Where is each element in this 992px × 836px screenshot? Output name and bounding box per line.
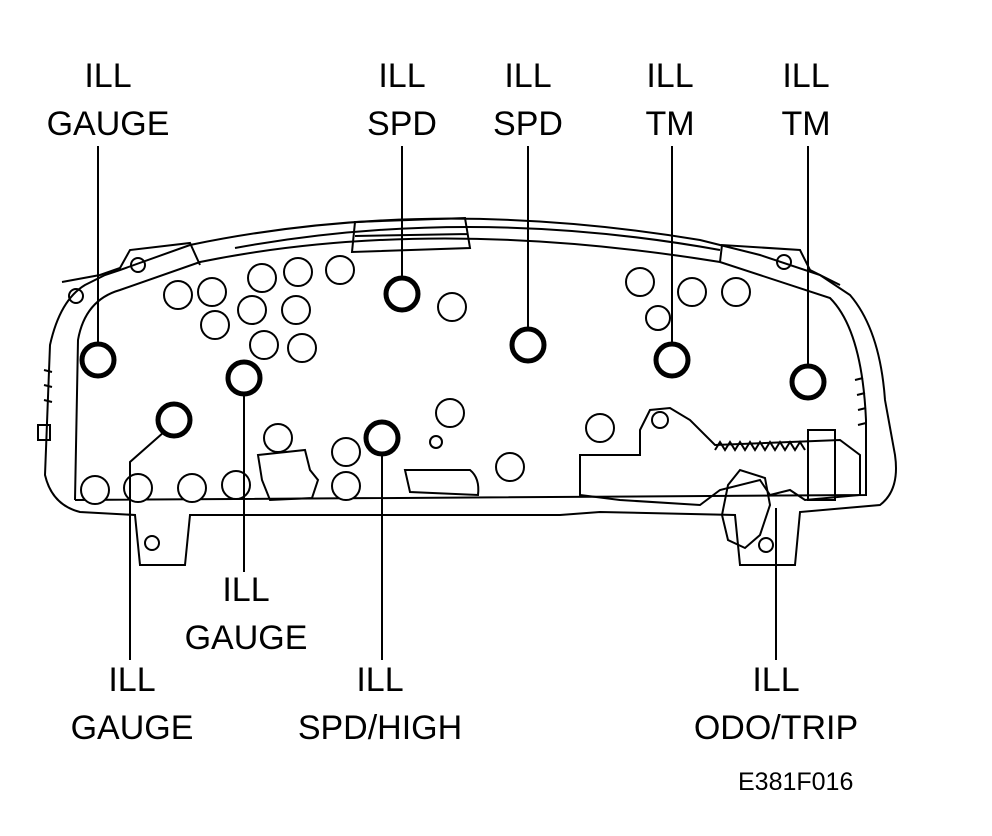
bulb-socket xyxy=(283,257,313,287)
callout-line: ILL xyxy=(782,57,830,95)
ill-bulb-gauge xyxy=(79,341,117,379)
bulb-socket xyxy=(263,423,293,453)
bulb-socket xyxy=(221,470,251,500)
ill-bulb-spd xyxy=(509,326,547,364)
lower-tab xyxy=(403,469,480,497)
callout-line: ILL xyxy=(752,661,800,699)
mount-hole xyxy=(144,535,160,551)
bulb-socket xyxy=(677,277,707,307)
bulb-sockets xyxy=(80,255,751,505)
callout-line: ODO/TRIP xyxy=(693,709,859,747)
right-post xyxy=(807,429,836,501)
figure-code: E381F016 xyxy=(738,768,854,796)
bulb-socket xyxy=(435,398,465,428)
top-connector xyxy=(350,216,472,254)
odo-stem xyxy=(720,468,772,550)
cluster-housing xyxy=(43,217,897,566)
callout-line: ILL xyxy=(108,661,156,699)
bulb-socket xyxy=(287,333,317,363)
bulb-socket xyxy=(200,310,230,340)
callout-ill-spd-2: ILL SPD xyxy=(408,52,648,148)
bulb-socket xyxy=(281,295,311,325)
callout-line: ILL xyxy=(504,57,552,95)
bulb-socket xyxy=(651,411,669,429)
leader-lines xyxy=(97,146,809,660)
callout-ill-tm-2: ILL TM xyxy=(686,52,926,148)
callout-ill-spd-high: ILL SPD/HIGH xyxy=(260,656,500,752)
callout-line: TM xyxy=(645,105,695,143)
ill-bulb-gauge xyxy=(225,359,263,397)
side-tab xyxy=(37,424,51,441)
mount-hole xyxy=(130,257,146,273)
lower-bracket xyxy=(256,448,320,502)
mount-hole xyxy=(68,288,84,304)
callout-line: GAUGE xyxy=(70,709,194,747)
ill-bulb-gauge xyxy=(155,401,193,439)
ill-bulb-spd-high xyxy=(363,419,401,457)
ill-bulb-spd xyxy=(383,275,421,313)
callout-line: SPD xyxy=(367,105,437,143)
left-bracket xyxy=(61,241,201,283)
leader-line xyxy=(129,431,165,660)
callout-ill-gauge-middle: ILL GAUGE xyxy=(126,566,366,662)
bulb-socket xyxy=(721,277,751,307)
bulb-socket xyxy=(123,473,153,503)
bulb-socket xyxy=(197,277,227,307)
callout-ill-spd-1: ILL SPD xyxy=(282,52,522,148)
bulb-socket xyxy=(495,452,525,482)
callout-line: ILL xyxy=(646,57,694,95)
mount-hole xyxy=(758,537,774,553)
callout-ill-gauge-top: ILL GAUGE xyxy=(0,52,228,148)
bulb-socket xyxy=(80,475,110,505)
bulb-socket xyxy=(331,437,361,467)
right-bracket xyxy=(719,243,841,286)
callout-line: TM xyxy=(781,105,831,143)
left-ticks xyxy=(43,369,53,403)
bulb-socket xyxy=(625,267,655,297)
callout-line: GAUGE xyxy=(184,619,308,657)
bulb-socket xyxy=(585,413,615,443)
board-edge xyxy=(74,237,867,501)
bulb-socket xyxy=(645,305,671,331)
callout-ill-gauge-bottom: ILL GAUGE xyxy=(12,656,252,752)
odo-trip-mechanism xyxy=(579,406,861,507)
callout-line: SPD/HIGH xyxy=(297,709,463,747)
ill-bulb-tm xyxy=(653,341,691,379)
callout-ill-odo-trip: ILL ODO/TRIP xyxy=(656,656,896,752)
mount-hole xyxy=(429,435,443,449)
right-ticks xyxy=(854,377,867,426)
bulb-socket xyxy=(247,263,277,293)
bulb-socket xyxy=(249,330,279,360)
mount-hole xyxy=(776,254,792,270)
bulb-socket xyxy=(163,280,193,310)
bulb-socket xyxy=(437,292,467,322)
callout-line: ILL xyxy=(222,571,270,609)
callout-line: ILL xyxy=(378,57,426,95)
bulb-socket xyxy=(331,471,361,501)
callout-ill-tm-1: ILL TM xyxy=(550,52,790,148)
gear-rack xyxy=(714,440,806,452)
bulb-socket xyxy=(177,473,207,503)
callout-line: GAUGE xyxy=(46,105,170,143)
bulb-socket xyxy=(325,255,355,285)
illumination-bulbs xyxy=(79,275,827,457)
upper-rim xyxy=(234,225,721,251)
callout-line: ILL xyxy=(84,57,132,95)
callout-line: ILL xyxy=(356,661,404,699)
ill-bulb-tm xyxy=(789,363,827,401)
bulb-socket xyxy=(237,295,267,325)
callout-line: SPD xyxy=(493,105,563,143)
